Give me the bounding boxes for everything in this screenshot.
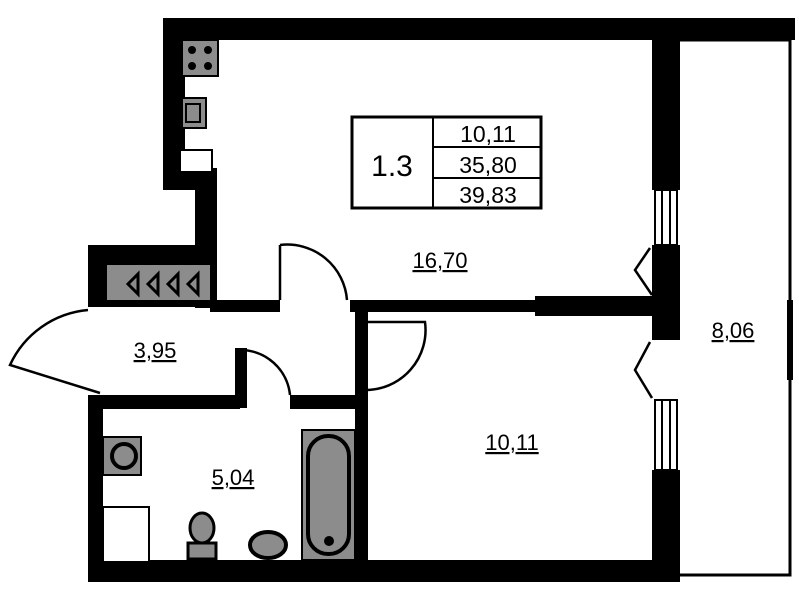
area-total: 35,80 (459, 152, 517, 178)
sink-icon-bath (248, 530, 288, 560)
window-bedroom (654, 399, 678, 471)
hanger-icons (125, 270, 200, 298)
area-total-with-balcony: 39,83 (459, 182, 517, 208)
stove-icon (181, 39, 219, 77)
sink-icon (181, 97, 207, 129)
room-area-bathroom: 5,04 (212, 465, 255, 490)
toilet-icon (186, 511, 218, 561)
room-area-balcony: 8,06 (712, 318, 755, 343)
area-living: 10,11 (460, 121, 516, 147)
washing-machine-icon (102, 436, 142, 476)
cabinet-icon (102, 506, 150, 563)
room-area-bedroom: 10,11 (485, 430, 538, 455)
window-living (654, 189, 678, 246)
apartment-info-table: 1.3 10,11 35,80 39,83 (350, 115, 543, 210)
room-area-hallway: 3,95 (134, 338, 177, 363)
apartment-number: 1.3 (371, 150, 413, 183)
balcony (680, 38, 793, 577)
fridge-icon (179, 149, 213, 173)
room-area-living-kitchen: 16,70 (412, 248, 467, 273)
doors[interactable] (8, 243, 654, 399)
bathtub-icon (301, 429, 356, 561)
